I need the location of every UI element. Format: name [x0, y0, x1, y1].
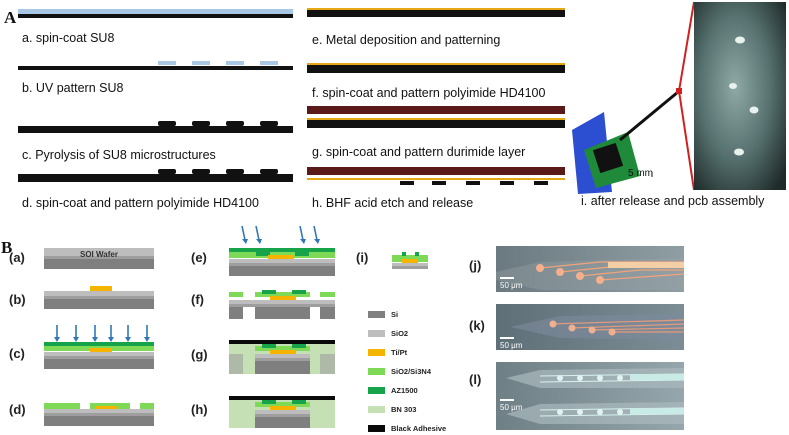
- step-f-diagram: [307, 63, 565, 73]
- sublabel-c: (c): [9, 346, 25, 361]
- legend-swatch-bn303: [368, 406, 385, 413]
- legend-swatch-si: [368, 311, 385, 318]
- wafer-label: SOI Wafer: [80, 250, 118, 259]
- photo-scale-label: 5 mm: [628, 168, 653, 179]
- step-b-label: b. UV pattern SU8: [22, 81, 123, 95]
- material-legend: Si SiO2 Ti/Pt SiO2/Si3N4 AZ1500 BN 303 B…: [368, 310, 446, 433]
- panel-a-letter: A: [4, 8, 17, 27]
- legend-tipt: Ti/Pt: [391, 348, 408, 357]
- section-d: [44, 403, 154, 426]
- step-g-diagram: [307, 106, 565, 128]
- sublabel-h: (h): [191, 402, 208, 417]
- section-i: [392, 252, 428, 269]
- step-b-diagram: [18, 61, 293, 70]
- step-d-diagram: [18, 169, 293, 182]
- step-i-label: i. after release and pcb assembly: [581, 194, 765, 208]
- section-g: [229, 340, 335, 374]
- legend-si: Si: [391, 310, 398, 319]
- sublabel-i: (i): [356, 250, 368, 265]
- section-e: [229, 248, 335, 276]
- legend-black-adhesive: Black Adhesive: [391, 424, 446, 433]
- step-h-label: h. BHF acid etch and release: [312, 196, 473, 210]
- legend-swatch-oxide-nitride: [368, 368, 385, 375]
- sublabel-d: (d): [9, 402, 26, 417]
- scale-j: 50 μm: [500, 281, 523, 290]
- sublabel-g: (g): [191, 347, 208, 362]
- sublabel-a: (a): [9, 250, 25, 265]
- step-c-label: c. Pyrolysis of SU8 microstructures: [22, 148, 216, 162]
- sublabel-l: (l): [469, 372, 481, 387]
- step-a-label: a. spin-coat SU8: [22, 31, 114, 45]
- step-a-diagram: [18, 9, 293, 18]
- sublabel-f: (f): [191, 292, 204, 307]
- zoomed-photo: [694, 2, 786, 190]
- sublabel-j: (j): [469, 258, 481, 273]
- step-e-diagram: [307, 8, 565, 17]
- step-g-label: g. spin-coat and pattern durimide layer: [312, 145, 525, 159]
- scale-l: 50 μm: [500, 403, 523, 412]
- legend-oxide-nitride: SiO2/Si3N4: [391, 367, 432, 376]
- step-h-diagram: [307, 167, 565, 185]
- sublabel-k: (k): [469, 318, 485, 333]
- assembly-photo: [572, 88, 682, 194]
- sublabel-e: (e): [191, 250, 207, 265]
- legend-swatch-tipt: [368, 349, 385, 356]
- scale-k: 50 μm: [500, 341, 523, 350]
- zoom-line-top: [679, 2, 694, 91]
- zoom-line-bottom: [679, 91, 694, 190]
- uv-arrows-c: [54, 325, 150, 342]
- micrograph-k: [496, 304, 684, 350]
- step-c-diagram: [18, 121, 293, 133]
- uv-arrows-e: [242, 226, 320, 244]
- sublabel-b: (b): [9, 292, 26, 307]
- legend-swatch-sio2: [368, 330, 385, 337]
- section-f: [229, 290, 335, 319]
- legend-swatch-az1500: [368, 387, 385, 394]
- step-e-label: e. Metal deposition and patterning: [312, 33, 500, 47]
- micrograph-j: [496, 246, 684, 292]
- legend-sio2: SiO2: [391, 329, 408, 338]
- legend-az1500: AZ1500: [391, 386, 418, 395]
- legend-bn303: BN 303: [391, 405, 416, 414]
- step-d-label: d. spin-coat and pattern polyimide HD410…: [22, 196, 259, 210]
- section-b: [44, 286, 154, 309]
- section-h: [229, 396, 335, 428]
- micrograph-l: [496, 362, 684, 430]
- section-c: [44, 342, 154, 369]
- legend-swatch-black-adhesive: [368, 425, 385, 432]
- step-f-label: f. spin-coat and pattern polyimide HD410…: [312, 86, 546, 100]
